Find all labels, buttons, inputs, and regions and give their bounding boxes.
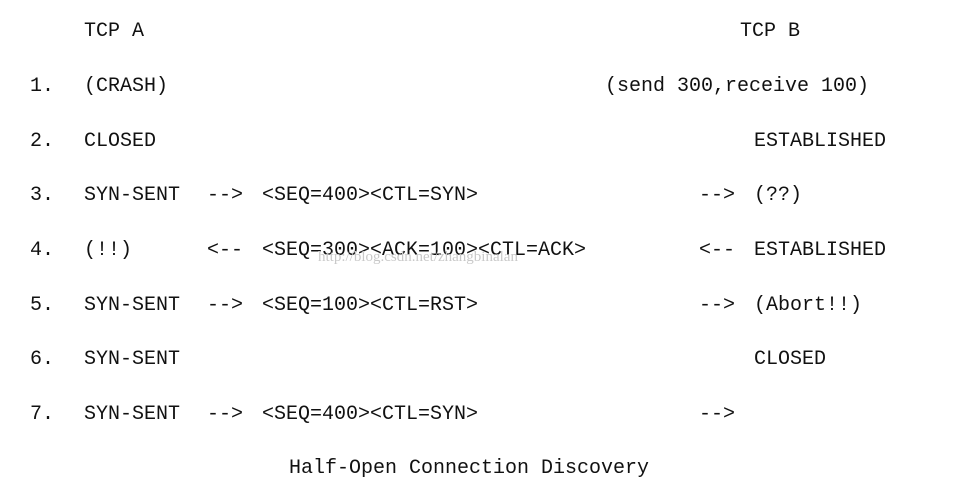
row-7-number: 7. bbox=[30, 403, 55, 426]
row-3-segment: <SEQ=400><CTL=SYN> bbox=[262, 184, 479, 207]
diagram-caption: Half-Open Connection Discovery bbox=[289, 457, 650, 480]
row-4-number: 4. bbox=[30, 239, 55, 262]
row-4-right-arrow: <-- bbox=[699, 239, 736, 262]
row-6-tcp-b-state: CLOSED bbox=[754, 348, 827, 371]
row-1-tcp-a-state: (CRASH) bbox=[84, 75, 169, 98]
row-5-right-arrow: --> bbox=[699, 294, 736, 317]
row-4-left-arrow: <-- bbox=[207, 239, 244, 262]
row-6-tcp-a-state: SYN-SENT bbox=[84, 348, 181, 371]
row-3-left-arrow: --> bbox=[207, 184, 244, 207]
row-4-segment: <SEQ=300><ACK=100><CTL=ACK> bbox=[262, 239, 587, 262]
row-2-tcp-b-state: ESTABLISHED bbox=[754, 130, 887, 153]
row-1-tcp-b-state: (send 300,receive 100) bbox=[605, 75, 870, 98]
row-1-number: 1. bbox=[30, 75, 55, 98]
row-5-tcp-b-state: (Abort!!) bbox=[754, 294, 863, 317]
row-7-tcp-a-state: SYN-SENT bbox=[84, 403, 181, 426]
row-4-tcp-b-state: ESTABLISHED bbox=[754, 239, 887, 262]
row-3-right-arrow: --> bbox=[699, 184, 736, 207]
row-3-number: 3. bbox=[30, 184, 55, 207]
row-5-tcp-a-state: SYN-SENT bbox=[84, 294, 181, 317]
row-5-segment: <SEQ=100><CTL=RST> bbox=[262, 294, 479, 317]
row-3-tcp-a-state: SYN-SENT bbox=[84, 184, 181, 207]
row-5-number: 5. bbox=[30, 294, 55, 317]
header-tcp-b: TCP B bbox=[740, 20, 801, 43]
row-5-left-arrow: --> bbox=[207, 294, 244, 317]
row-6-number: 6. bbox=[30, 348, 55, 371]
row-2-number: 2. bbox=[30, 130, 55, 153]
row-3-tcp-b-state: (??) bbox=[754, 184, 803, 207]
header-tcp-a: TCP A bbox=[84, 20, 145, 43]
row-4-tcp-a-state: (!!) bbox=[84, 239, 133, 262]
row-2-tcp-a-state: CLOSED bbox=[84, 130, 157, 153]
row-7-segment: <SEQ=400><CTL=SYN> bbox=[262, 403, 479, 426]
row-7-left-arrow: --> bbox=[207, 403, 244, 426]
row-7-right-arrow: --> bbox=[699, 403, 736, 426]
